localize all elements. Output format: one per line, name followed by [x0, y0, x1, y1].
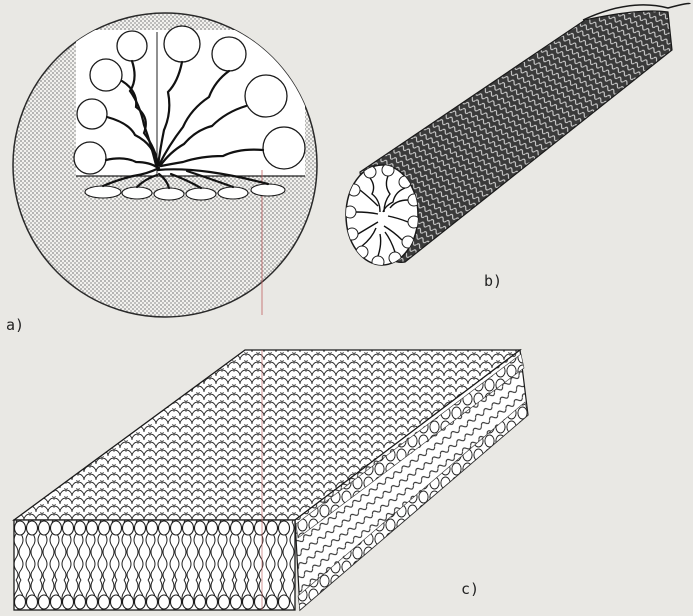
lipid-head [111, 521, 122, 535]
lipid-head [63, 595, 74, 609]
lipid-head [255, 595, 266, 609]
panel-b-label: b) [484, 272, 502, 290]
lipid-head [147, 521, 158, 535]
cylinder-micelle-icon [344, 4, 690, 269]
lipid-head [111, 595, 122, 609]
lipid-head [39, 595, 50, 609]
lipid-head [171, 521, 182, 535]
lipid-head [267, 595, 278, 609]
lipid-head [87, 595, 98, 609]
lipid-head [123, 521, 134, 535]
lipid-head [243, 595, 254, 609]
lipid-head [159, 595, 170, 609]
lipid-head [135, 595, 146, 609]
panel-a-spherical-micelle: a) [6, 13, 317, 334]
lipid-head [99, 595, 110, 609]
lipid-head [75, 595, 86, 609]
lipid-head [75, 521, 86, 535]
front-bottom-heads [15, 595, 290, 609]
lipid-head [27, 521, 38, 535]
lipid-head [219, 521, 230, 535]
lipid-head [255, 521, 266, 535]
lipid-head [195, 521, 206, 535]
lipid-head [219, 595, 230, 609]
bilayer-slab-icon [14, 350, 528, 610]
lipid-head [123, 595, 134, 609]
lipid-head [15, 521, 26, 535]
lipid-head [183, 521, 194, 535]
lipid-head [63, 521, 74, 535]
front-top-heads [15, 521, 290, 535]
lipid-head [39, 521, 50, 535]
lipid-head [183, 595, 194, 609]
lipid-head [135, 521, 146, 535]
lipid-head [99, 521, 110, 535]
panel-c-bilayer: c) [14, 350, 528, 610]
panel-a-label: a) [6, 316, 24, 334]
lipid-head [279, 521, 290, 535]
lipid-head [243, 521, 254, 535]
lipid-head [231, 595, 242, 609]
lipid-head [147, 595, 158, 609]
panel-c-label: c) [461, 580, 479, 598]
panel-b-cylindrical-micelle: b) [344, 4, 690, 291]
sphere-micelle-icon [13, 13, 317, 317]
lipid-head [15, 595, 26, 609]
lipid-head [267, 521, 278, 535]
lipid-head [207, 521, 218, 535]
lipid-head [231, 521, 242, 535]
lipid-head [207, 595, 218, 609]
lipid-head [27, 595, 38, 609]
lipid-head [195, 595, 206, 609]
lipid-head [171, 595, 182, 609]
lipid-head [87, 521, 98, 535]
lipid-head [51, 521, 62, 535]
lipid-head [279, 595, 290, 609]
lipid-head [159, 521, 170, 535]
lipid-head [51, 595, 62, 609]
